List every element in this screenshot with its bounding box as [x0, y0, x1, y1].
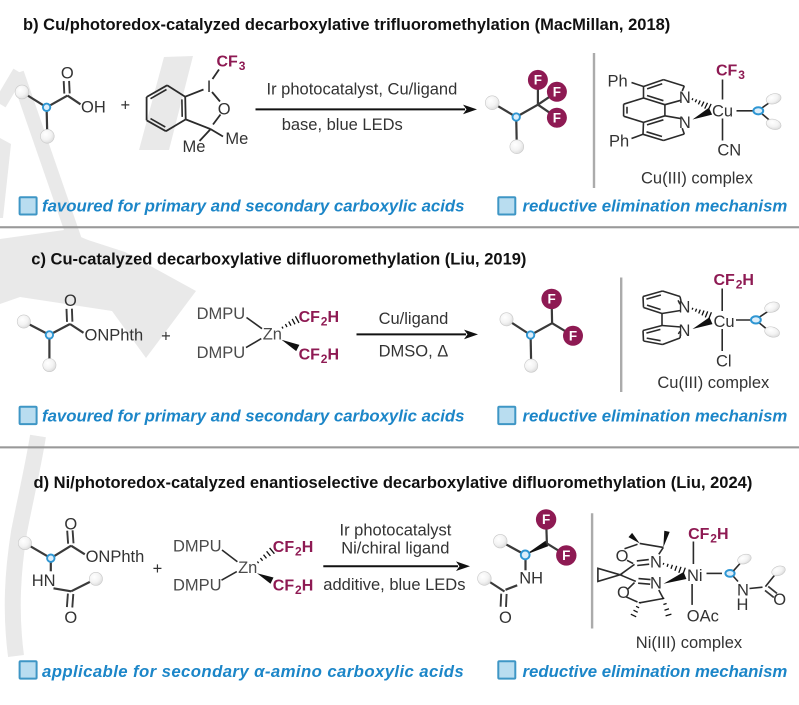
- svg-text:3: 3: [738, 68, 745, 82]
- svg-text:O: O: [499, 609, 512, 627]
- svg-text:CF: CF: [716, 63, 738, 80]
- svg-text:Cu/ligand: Cu/ligand: [379, 310, 449, 328]
- svg-text:Zn: Zn: [263, 326, 282, 344]
- svg-text:reductive elimination mechanis: reductive elimination mechanism: [523, 662, 788, 681]
- svg-text:DMPU: DMPU: [197, 344, 246, 362]
- svg-text:b) Cu/photoredox-catalyzed dec: b) Cu/photoredox-catalyzed decarboxylati…: [23, 16, 670, 34]
- svg-text:H: H: [302, 578, 314, 595]
- svg-text:N: N: [679, 322, 691, 340]
- svg-text:3: 3: [239, 59, 246, 73]
- svg-text:DMPU: DMPU: [197, 305, 246, 323]
- svg-text:Ir photocatalyst, Cu/ligand: Ir photocatalyst, Cu/ligand: [267, 80, 458, 98]
- svg-text:F: F: [553, 85, 561, 100]
- svg-text:DMPU: DMPU: [173, 538, 222, 556]
- svg-text:applicable for secondary α-ami: applicable for secondary α-amino carboxy…: [42, 662, 464, 681]
- svg-text:Ni: Ni: [687, 567, 703, 585]
- svg-text:O: O: [616, 547, 629, 565]
- svg-text:H: H: [328, 347, 340, 364]
- svg-text:CF: CF: [299, 347, 321, 364]
- svg-text:Zn: Zn: [238, 559, 257, 577]
- svg-text:OAc: OAc: [687, 608, 719, 626]
- svg-text:O: O: [64, 292, 77, 310]
- svg-text:DMSO, Δ: DMSO, Δ: [379, 343, 449, 361]
- svg-text:N: N: [650, 554, 662, 572]
- svg-text:O: O: [61, 65, 74, 83]
- svg-text:F: F: [569, 329, 577, 344]
- svg-text:CF: CF: [688, 526, 710, 543]
- svg-text:CF: CF: [273, 539, 295, 556]
- svg-text:additive, blue LEDs: additive, blue LEDs: [323, 576, 465, 594]
- svg-text:ONPhth: ONPhth: [85, 327, 144, 345]
- svg-text:NH: NH: [519, 570, 543, 588]
- svg-text:reductive elimination mechanis: reductive elimination mechanism: [523, 407, 788, 426]
- svg-text:CF: CF: [714, 272, 736, 289]
- svg-text:N: N: [679, 89, 691, 107]
- svg-text:Me: Me: [183, 138, 206, 156]
- svg-text:Ph: Ph: [609, 133, 629, 151]
- svg-text:Cu(III) complex: Cu(III) complex: [657, 374, 770, 392]
- svg-text:Cl: Cl: [716, 353, 732, 371]
- svg-text:O: O: [218, 100, 231, 118]
- svg-text:HN: HN: [32, 572, 56, 590]
- svg-text:Ni/chiral ligand: Ni/chiral ligand: [341, 540, 449, 558]
- svg-text:+: +: [153, 560, 163, 578]
- svg-text:H: H: [737, 596, 749, 614]
- svg-text:CF: CF: [299, 309, 321, 326]
- svg-text:c) Cu-catalyzed decarboxylativ: c) Cu-catalyzed decarboxylative difluoro…: [31, 250, 526, 268]
- svg-text:OH: OH: [81, 99, 106, 117]
- svg-text:O: O: [64, 516, 77, 534]
- svg-text:CF: CF: [273, 578, 295, 595]
- svg-text:Ph: Ph: [608, 73, 628, 91]
- svg-text:Me: Me: [225, 130, 248, 148]
- svg-text:F: F: [534, 73, 542, 88]
- svg-text:Ir photocatalyst: Ir photocatalyst: [340, 522, 452, 540]
- svg-text:F: F: [562, 548, 570, 563]
- svg-text:+: +: [120, 96, 130, 114]
- svg-text:F: F: [553, 111, 561, 126]
- svg-text:H: H: [717, 526, 729, 543]
- svg-text:Cu(III) complex: Cu(III) complex: [641, 170, 754, 188]
- svg-text:O: O: [773, 591, 786, 609]
- svg-text:O: O: [64, 609, 77, 627]
- svg-text:ONPhth: ONPhth: [86, 548, 145, 566]
- svg-text:O: O: [617, 584, 630, 602]
- svg-text:Cu: Cu: [714, 313, 735, 331]
- svg-text:H: H: [328, 309, 340, 326]
- svg-text:N: N: [650, 575, 662, 593]
- svg-text:base, blue LEDs: base, blue LEDs: [282, 116, 403, 134]
- svg-text:Cu: Cu: [712, 103, 733, 121]
- svg-text:H: H: [302, 539, 314, 556]
- svg-text:reductive elimination mechanis: reductive elimination mechanism: [523, 197, 788, 216]
- svg-text:I: I: [207, 78, 212, 96]
- svg-text:DMPU: DMPU: [173, 577, 222, 595]
- svg-text:CF: CF: [217, 54, 239, 71]
- svg-text:CN: CN: [717, 142, 741, 160]
- svg-text:favoured for primary and secon: favoured for primary and secondary carbo…: [42, 407, 465, 426]
- svg-text:F: F: [542, 512, 550, 527]
- svg-text:H: H: [742, 272, 754, 289]
- svg-text:Ni(III) complex: Ni(III) complex: [636, 634, 743, 652]
- svg-text:N: N: [679, 114, 691, 132]
- svg-text:favoured for primary and secon: favoured for primary and secondary carbo…: [42, 197, 465, 216]
- svg-text:+: +: [161, 328, 171, 346]
- svg-text:F: F: [547, 292, 555, 307]
- svg-text:d) Ni/photoredox-catalyzed ena: d) Ni/photoredox-catalyzed enantioselect…: [34, 474, 753, 492]
- svg-text:N: N: [679, 299, 691, 317]
